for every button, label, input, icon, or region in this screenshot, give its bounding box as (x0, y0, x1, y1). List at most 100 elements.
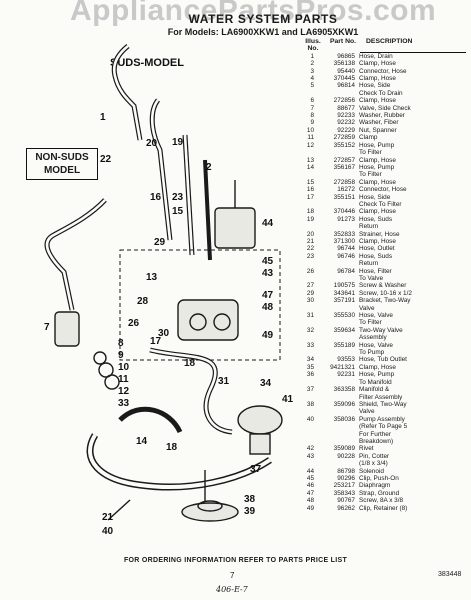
illus-no: 22 (306, 245, 314, 253)
part-no: 95440 (337, 67, 355, 75)
part-description: Clamp, Hose (359, 75, 466, 82)
description-line: Assembly (359, 334, 387, 342)
description-line: To Pump (359, 349, 385, 357)
illus-no: 23 (306, 252, 314, 260)
part-no: 272856 (333, 97, 355, 105)
description-line: For Further (359, 430, 391, 438)
description-line: Strap, Ground (359, 489, 400, 497)
illus-no: 42 (306, 445, 314, 453)
illus-no: 34 (306, 356, 314, 364)
illus-no: 8 (310, 112, 314, 120)
callout: 38 (244, 494, 256, 505)
illus-no: 31 (306, 312, 314, 320)
callout: 39 (244, 506, 256, 517)
illus-no: 2 (310, 60, 314, 68)
illus-no: 21 (306, 237, 314, 245)
part-description: Washer, Rubber (359, 112, 466, 119)
callout: 2 (206, 162, 212, 173)
callout: 40 (102, 526, 114, 537)
callout: 23 (172, 192, 184, 203)
part-no: 90767 (337, 497, 355, 505)
description-line: Pump Assembly (359, 415, 405, 423)
description-line: Bracket, Two-Way (359, 297, 411, 305)
illus-no: 1 (310, 52, 314, 60)
description-line: Valve (359, 304, 375, 312)
callout: 47 (262, 290, 274, 301)
illus-no: 29 (306, 289, 314, 297)
illus-no: 38 (306, 400, 314, 408)
callout: 14 (136, 436, 148, 447)
description-line: Check To Drain (359, 89, 403, 97)
description-line: Clamp, Hose (359, 75, 396, 83)
illus-no: 48 (306, 497, 314, 505)
part-description: Solenoid (359, 468, 466, 475)
description-line: Hose, Suds (359, 252, 393, 260)
part-description: Clamp (359, 134, 466, 141)
description-line: Pin, Cotter (359, 452, 390, 460)
illus-no: 46 (306, 482, 314, 490)
non-suds-model-label: NON-SUDS MODEL (26, 148, 98, 180)
description-line: Washer, Fiber (359, 119, 399, 127)
part-no: 370446 (333, 208, 355, 216)
description-line: Hose, Tub Outlet (359, 356, 407, 364)
description-line: Filter Assembly (359, 393, 403, 401)
callout: 15 (172, 206, 184, 217)
callout: 21 (102, 512, 114, 523)
part-no: 343641 (333, 289, 355, 297)
part-no: 91273 (337, 215, 355, 223)
description-line: Two-Way Valve (359, 326, 403, 334)
illus-no: 4 (310, 75, 314, 83)
callout-numbers: 1 22 20 16 19 23 15 2 29 13 44 45 43 28 … (44, 112, 294, 537)
description-line: Hose, Filter (359, 267, 392, 275)
callout: 30 (158, 328, 170, 339)
illus-no: 17 (306, 193, 314, 201)
parts-list-header: Illus. No. Part No. DESCRIPTION (300, 38, 466, 53)
description-line: Manifold & (359, 386, 390, 394)
description-line: Check To Filter (359, 200, 402, 208)
part-description: Clamp, Hose (359, 97, 466, 104)
description-line: Valve, Side Check (359, 104, 411, 112)
illus-no: 16 (306, 186, 314, 194)
part-no: 92232 (337, 119, 355, 127)
callout: 12 (118, 386, 130, 397)
part-description: Clamp, Hose (359, 364, 466, 371)
part-description: Hose, Tub Outlet (359, 356, 466, 363)
description-line: Hose, Side (359, 193, 391, 201)
ordering-note: FOR ORDERING INFORMATION REFER TO PARTS … (123, 557, 348, 564)
description-line: Nut, Spanner (359, 126, 397, 134)
illus-no: 33 (306, 341, 314, 349)
part-no: 352833 (333, 230, 355, 238)
description-line: Clamp, Hose (359, 237, 396, 245)
part-no: 190575 (333, 282, 355, 290)
illus-no: 7 (310, 104, 314, 112)
illus-no: 12 (306, 141, 314, 149)
part-no: 96784 (337, 267, 355, 275)
illus-no: 14 (306, 163, 314, 171)
description-line: Screw, 10-16 x 1/2 (359, 289, 412, 297)
illus-no: 32 (306, 326, 314, 334)
callout: 7 (44, 322, 50, 333)
description-line: Clamp, Hose (359, 178, 396, 186)
callout: 33 (118, 398, 130, 409)
